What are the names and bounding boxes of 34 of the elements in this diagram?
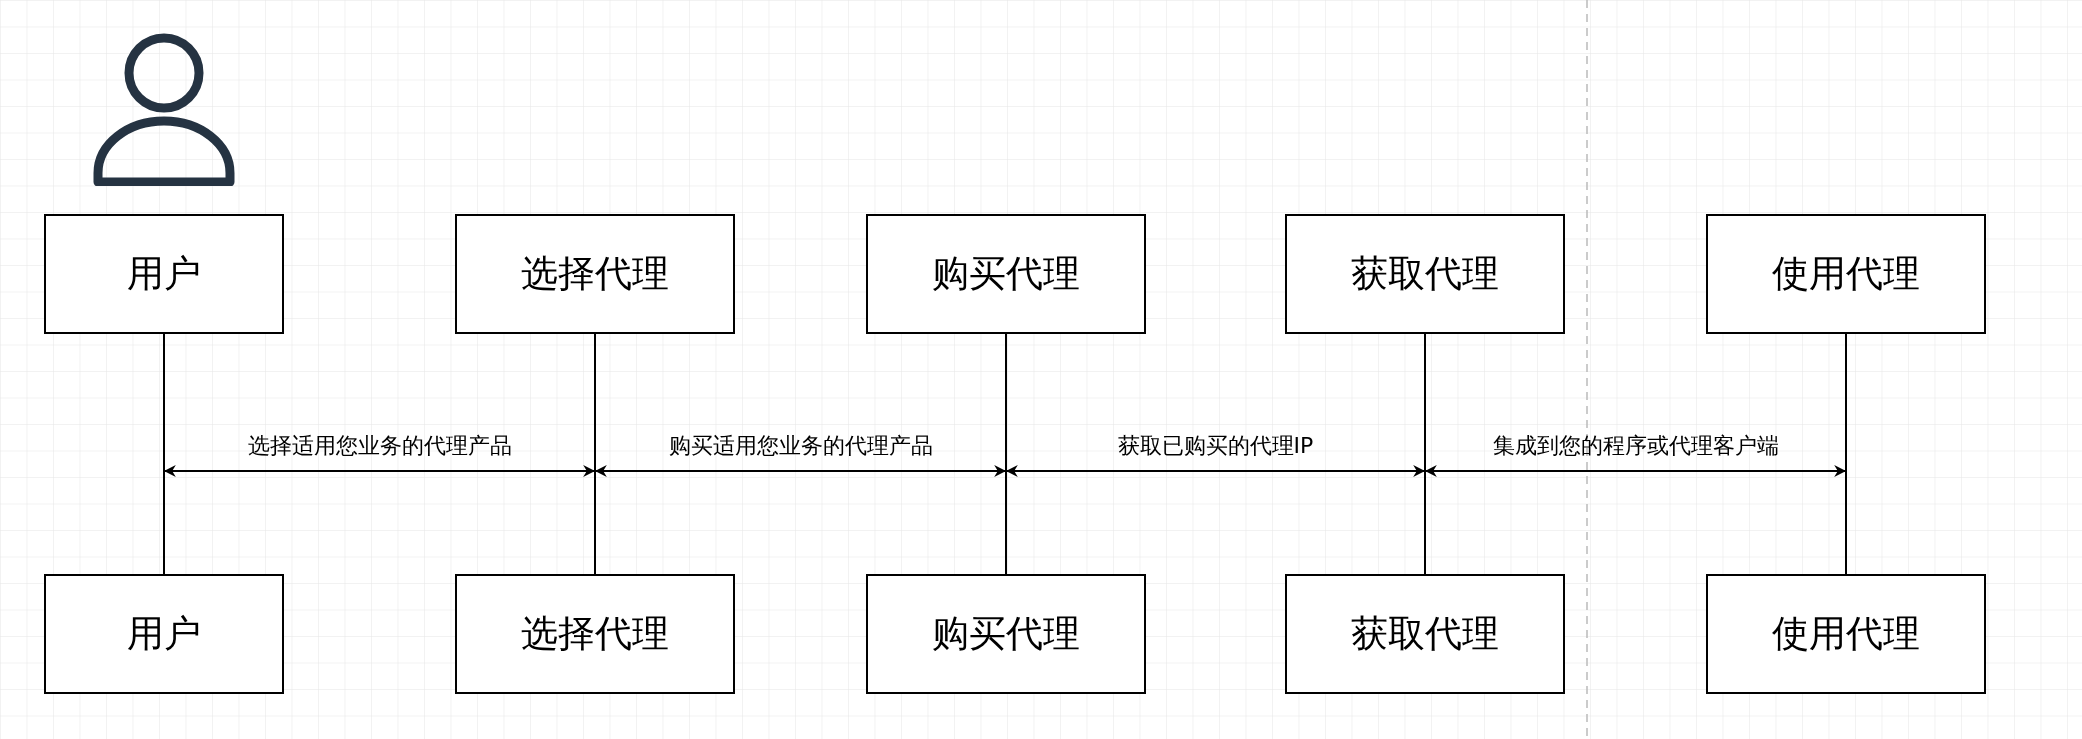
person-icon: [93, 33, 235, 186]
double-arrow: [1005, 465, 1426, 477]
double-arrow: [1424, 465, 1847, 477]
participant-label: 用户: [127, 250, 201, 297]
participant-box: [44, 214, 284, 334]
participant-label: 选择代理: [521, 610, 669, 657]
edge-label: 选择适用您业务的代理产品: [247, 435, 512, 457]
participant-box: [866, 574, 1146, 694]
participant-box: [866, 214, 1146, 334]
participant-label: 获取代理: [1351, 250, 1499, 297]
participant-box: [1706, 574, 1986, 694]
double-arrow: [594, 465, 1007, 477]
participant-label: 购买代理: [932, 610, 1080, 657]
participant-label: 选择代理: [521, 250, 669, 297]
lifeline: [1845, 334, 1847, 574]
edge-label: 获取已购买的代理IP: [1117, 435, 1314, 457]
lifeline: [1005, 334, 1007, 574]
participant-box: [455, 214, 735, 334]
participant-label: 使用代理: [1772, 610, 1920, 657]
participant-box: [1706, 214, 1986, 334]
participant-label: 使用代理: [1772, 250, 1920, 297]
edge-label: 集成到您的程序或代理客户端: [1492, 435, 1779, 457]
participant-label: 购买代理: [932, 250, 1080, 297]
participant-box: [1285, 214, 1565, 334]
participant-box: [44, 574, 284, 694]
participant-box: [455, 574, 735, 694]
double-arrow: [163, 465, 596, 477]
participant-label: 获取代理: [1351, 610, 1499, 657]
participant-label: 用户: [127, 610, 201, 657]
participant-box: [1285, 574, 1565, 694]
lifeline: [163, 334, 165, 574]
lifeline: [1424, 334, 1426, 574]
lifeline: [594, 334, 596, 574]
edge-label: 购买适用您业务的代理产品: [668, 435, 933, 457]
